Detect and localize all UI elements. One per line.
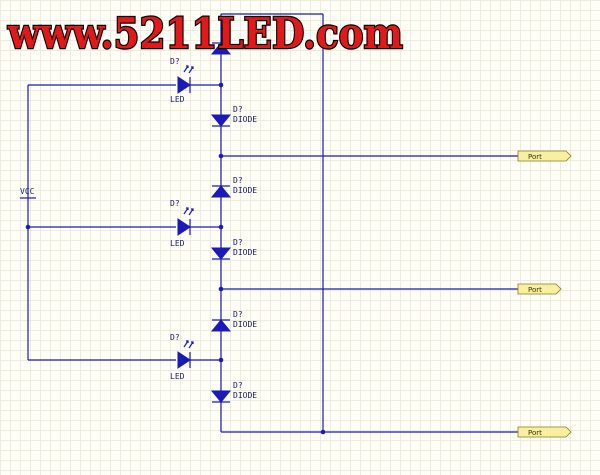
junction <box>218 82 224 88</box>
diode-triangle <box>210 247 232 260</box>
port-label: Port <box>528 286 542 294</box>
emit-arrows-icon <box>183 65 194 74</box>
emit-arrows-icon <box>183 207 194 216</box>
led-ref: D? <box>170 57 180 66</box>
junction <box>25 224 31 230</box>
diode-triangle <box>210 185 232 198</box>
diode-triangle <box>210 42 232 55</box>
diode-value: DIODE <box>233 115 257 124</box>
port-1[interactable]: Port <box>517 150 572 162</box>
port-3[interactable]: Port <box>517 426 572 438</box>
diode-value: DIODE <box>233 320 257 329</box>
diode-ref: D? <box>233 381 243 390</box>
diode-value: DIODE <box>233 248 257 257</box>
diode-ref: D? <box>233 310 243 319</box>
emit-arrows-icon <box>183 340 194 349</box>
led-value: LED <box>170 372 185 381</box>
led-2: D? LED <box>170 199 194 248</box>
led-ref: D? <box>170 333 180 342</box>
junction <box>218 357 224 363</box>
junctions <box>25 82 326 435</box>
diode-1: D? DIODE <box>210 105 257 127</box>
led-value: LED <box>170 95 185 104</box>
led-triangle <box>177 351 191 369</box>
diode-3: D? DIODE <box>210 238 257 260</box>
led-1: D? LED <box>170 57 194 104</box>
diode-ref: D? <box>233 238 243 247</box>
diode-value: DIODE <box>233 391 257 400</box>
led-3: D? LED <box>170 333 194 381</box>
port-shape[interactable] <box>517 150 572 162</box>
diode-value: DIODE <box>233 186 257 195</box>
vcc-label: VCC <box>20 187 35 196</box>
junction <box>218 286 224 292</box>
led-value: LED <box>170 239 185 248</box>
led-triangle <box>177 76 191 94</box>
led-triangle <box>177 218 191 236</box>
diode-ref: D? <box>233 105 243 114</box>
wires <box>27 13 518 433</box>
diode-triangle <box>210 114 232 127</box>
junction <box>218 224 224 230</box>
port-label: Port <box>528 153 542 161</box>
diode-triangle <box>210 319 232 332</box>
diode-triangle <box>210 390 232 403</box>
port-label: Port <box>528 429 542 437</box>
port-shape[interactable] <box>517 283 562 295</box>
led-ref: D? <box>170 199 180 208</box>
watermark: www.5211LED.com <box>7 9 403 58</box>
port-shape[interactable] <box>517 426 572 438</box>
diode-2: D? DIODE <box>210 176 257 198</box>
port-2[interactable]: Port <box>517 283 562 295</box>
junction <box>218 153 224 159</box>
diode-4: D? DIODE <box>210 310 257 332</box>
diode-top <box>210 42 232 55</box>
diode-5: D? DIODE <box>210 381 257 403</box>
diode-ref: D? <box>233 176 243 185</box>
junction <box>320 429 326 435</box>
